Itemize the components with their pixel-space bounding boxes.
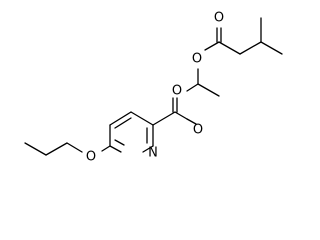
bond bbox=[114, 139, 125, 146]
atom-o-ring-carbonyl: O bbox=[193, 123, 203, 138]
atom-label: N bbox=[148, 146, 158, 161]
bond bbox=[174, 111, 188, 120]
atom-o-ether: O bbox=[86, 150, 96, 165]
bond bbox=[24, 142, 47, 156]
ring-ester-group bbox=[152, 97, 197, 126]
atom-o-ring-ester: O bbox=[172, 84, 182, 99]
bond bbox=[239, 41, 262, 55]
bond bbox=[109, 111, 132, 126]
isovalerate-group bbox=[204, 17, 283, 55]
atom-label: O bbox=[172, 84, 182, 99]
atom-n-ring: N bbox=[148, 146, 158, 161]
atom-label: O bbox=[86, 150, 96, 165]
bond bbox=[109, 145, 122, 153]
bond bbox=[114, 117, 132, 129]
atom-label: O bbox=[214, 11, 224, 26]
bond bbox=[186, 83, 199, 92]
bond bbox=[204, 41, 220, 51]
atom-o-acyloxy: O bbox=[192, 52, 202, 67]
pyridine-ring bbox=[109, 111, 154, 153]
bond bbox=[130, 111, 154, 126]
atom-label: O bbox=[192, 52, 202, 67]
butoxy-chain bbox=[24, 142, 111, 156]
bond bbox=[197, 83, 220, 97]
bond bbox=[101, 145, 111, 152]
bond bbox=[66, 142, 83, 153]
bond bbox=[152, 111, 176, 126]
bond bbox=[218, 41, 241, 55]
bond bbox=[260, 41, 283, 55]
atom-o-top-carbonyl: O bbox=[214, 11, 224, 26]
bond bbox=[45, 142, 68, 156]
molecule-structure: O O O O O N bbox=[24, 11, 283, 165]
bond bbox=[186, 118, 197, 125]
acetal-linker bbox=[186, 68, 220, 97]
bond bbox=[142, 145, 154, 153]
atom-label: O bbox=[193, 123, 203, 138]
